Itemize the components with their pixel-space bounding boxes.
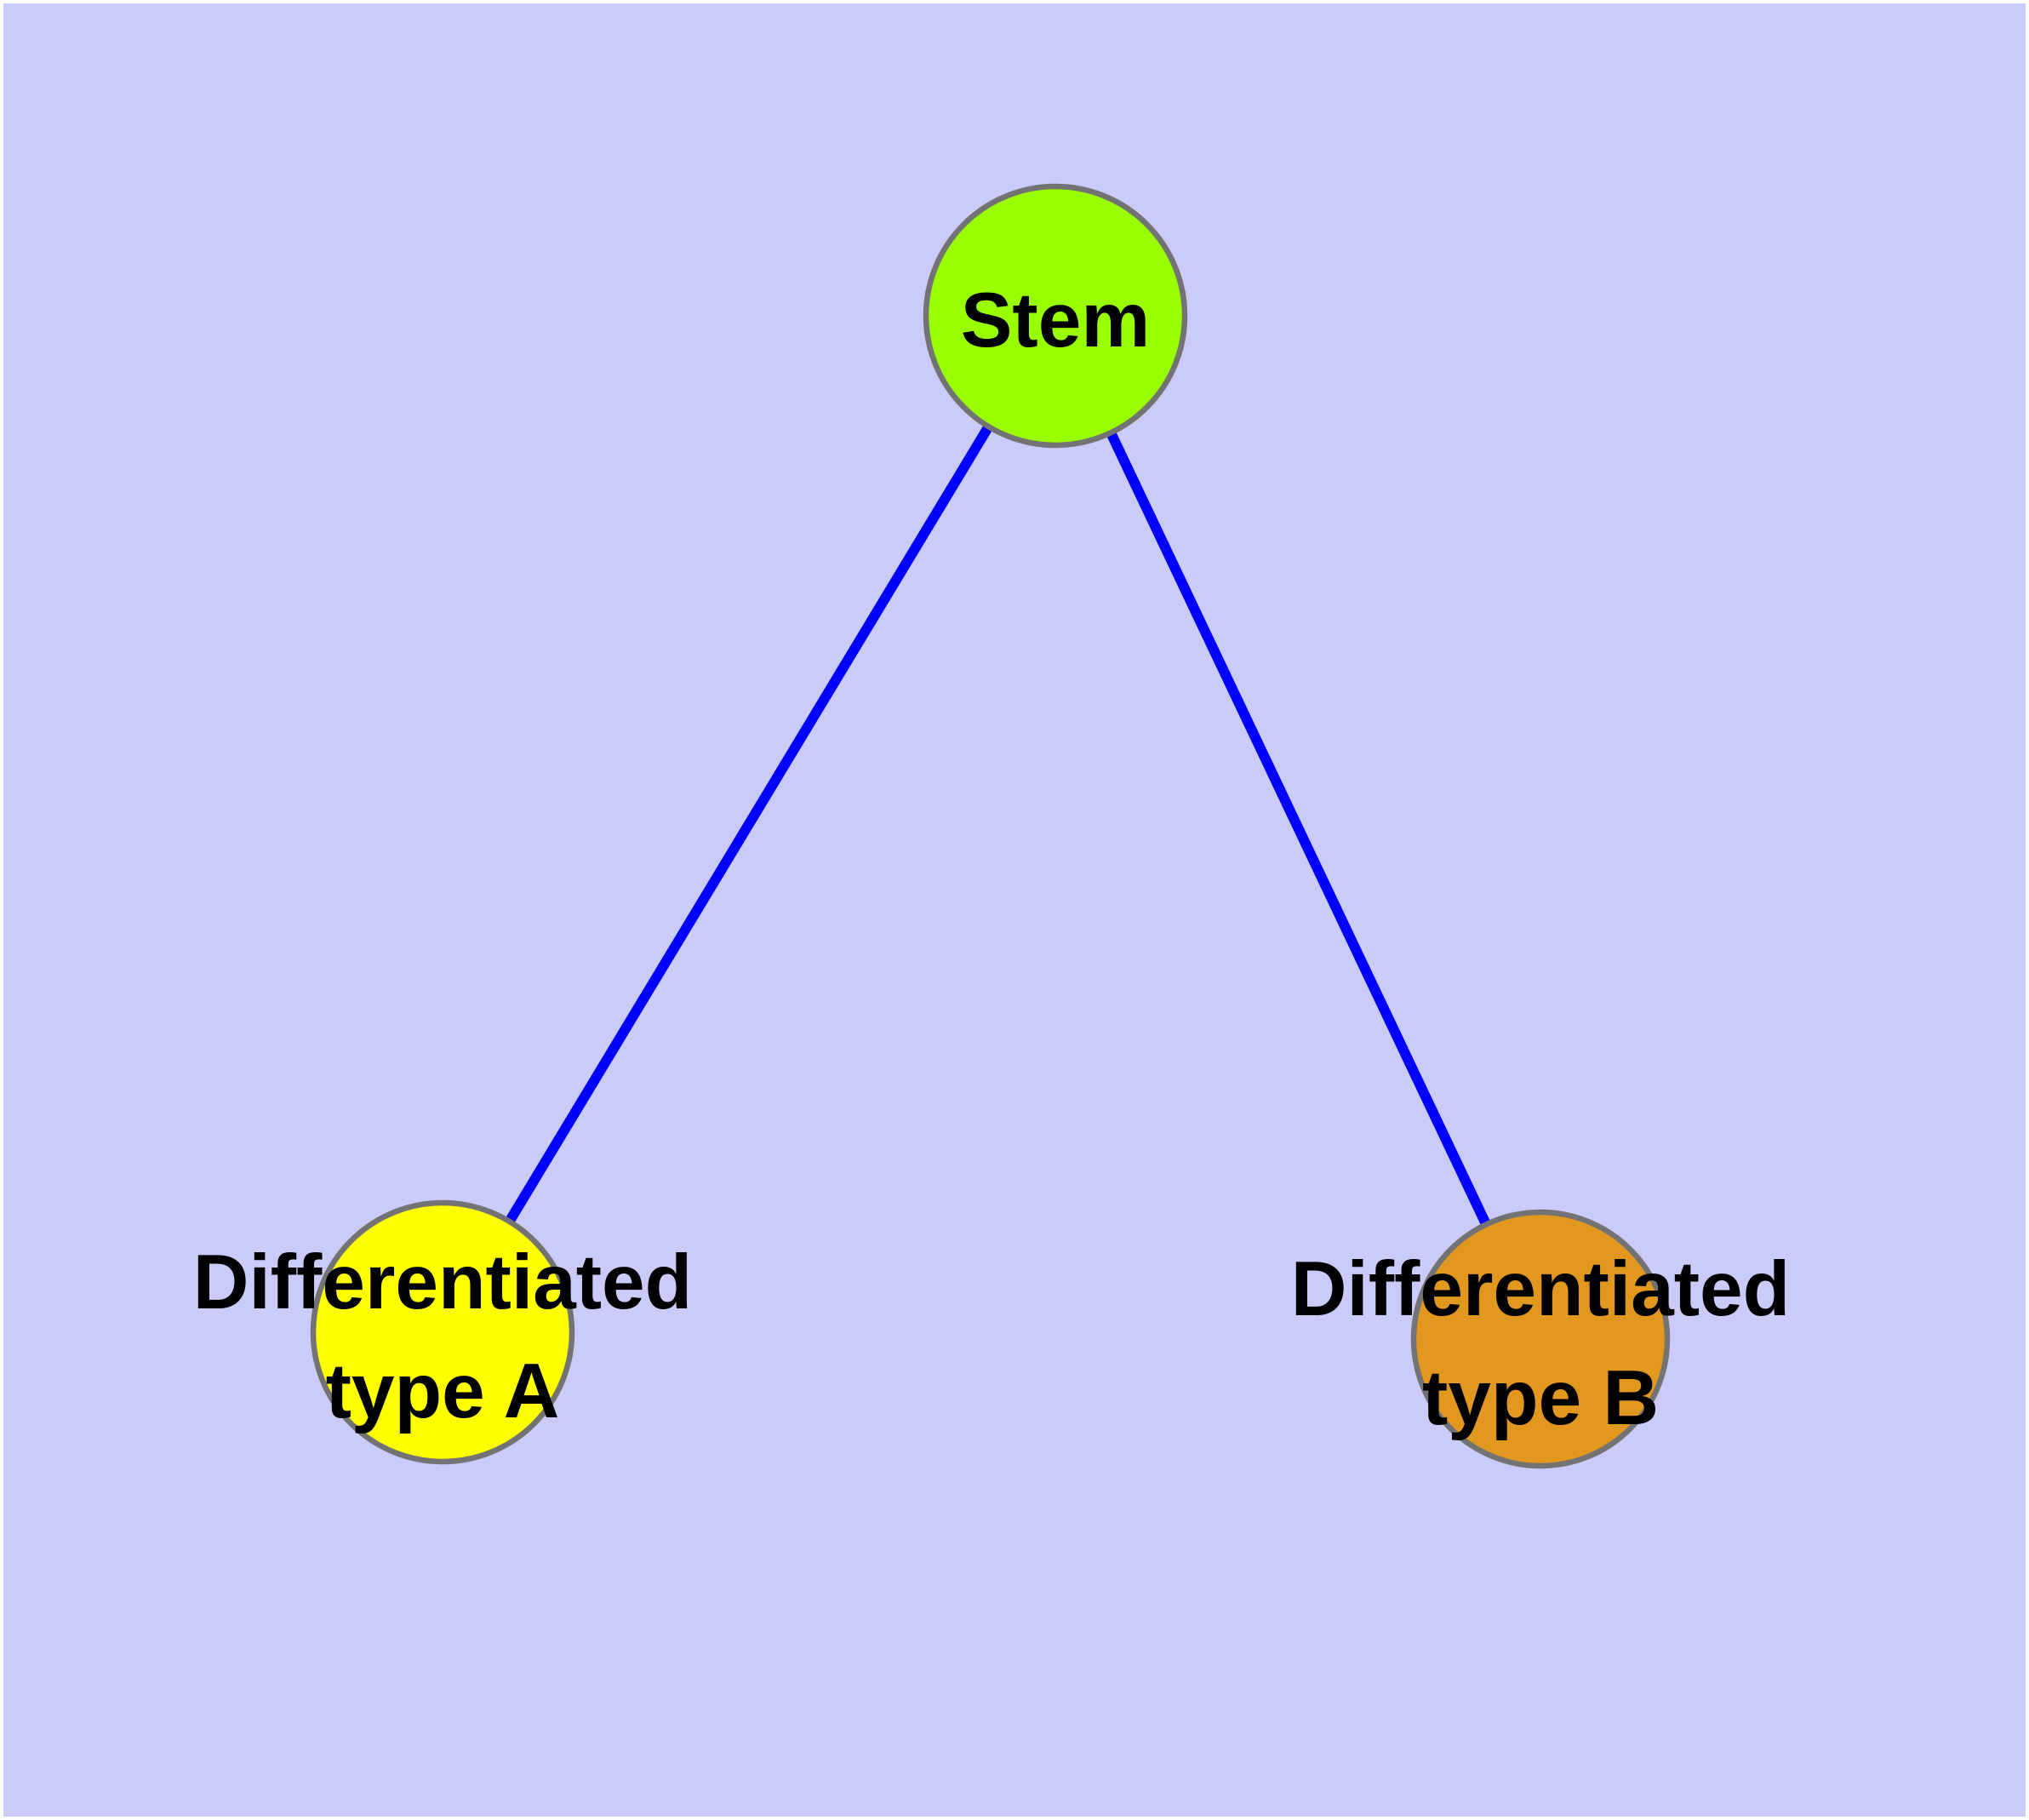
node-label-line: Differentiated bbox=[1291, 1246, 1791, 1332]
node-label-line: Stem bbox=[961, 278, 1151, 363]
edges-layer bbox=[437, 312, 1546, 1342]
node-label-diff-b: Differentiated type B bbox=[1291, 1246, 1791, 1441]
node-diff-b bbox=[1410, 1209, 1671, 1469]
nodes-layer bbox=[310, 183, 1671, 1469]
edge-stem-to-diff-a bbox=[437, 312, 1060, 1336]
node-label-line: Differentiated bbox=[193, 1239, 693, 1325]
node-stem bbox=[923, 183, 1188, 449]
edge-stem-to-diff-b bbox=[1050, 313, 1546, 1342]
node-diff-a bbox=[310, 1199, 575, 1465]
node-label-line: type B bbox=[1422, 1355, 1659, 1441]
node-label-line: type A bbox=[326, 1348, 560, 1434]
node-label-stem: Stem bbox=[961, 278, 1151, 363]
node-label-diff-a: Differentiated type A bbox=[193, 1239, 693, 1434]
